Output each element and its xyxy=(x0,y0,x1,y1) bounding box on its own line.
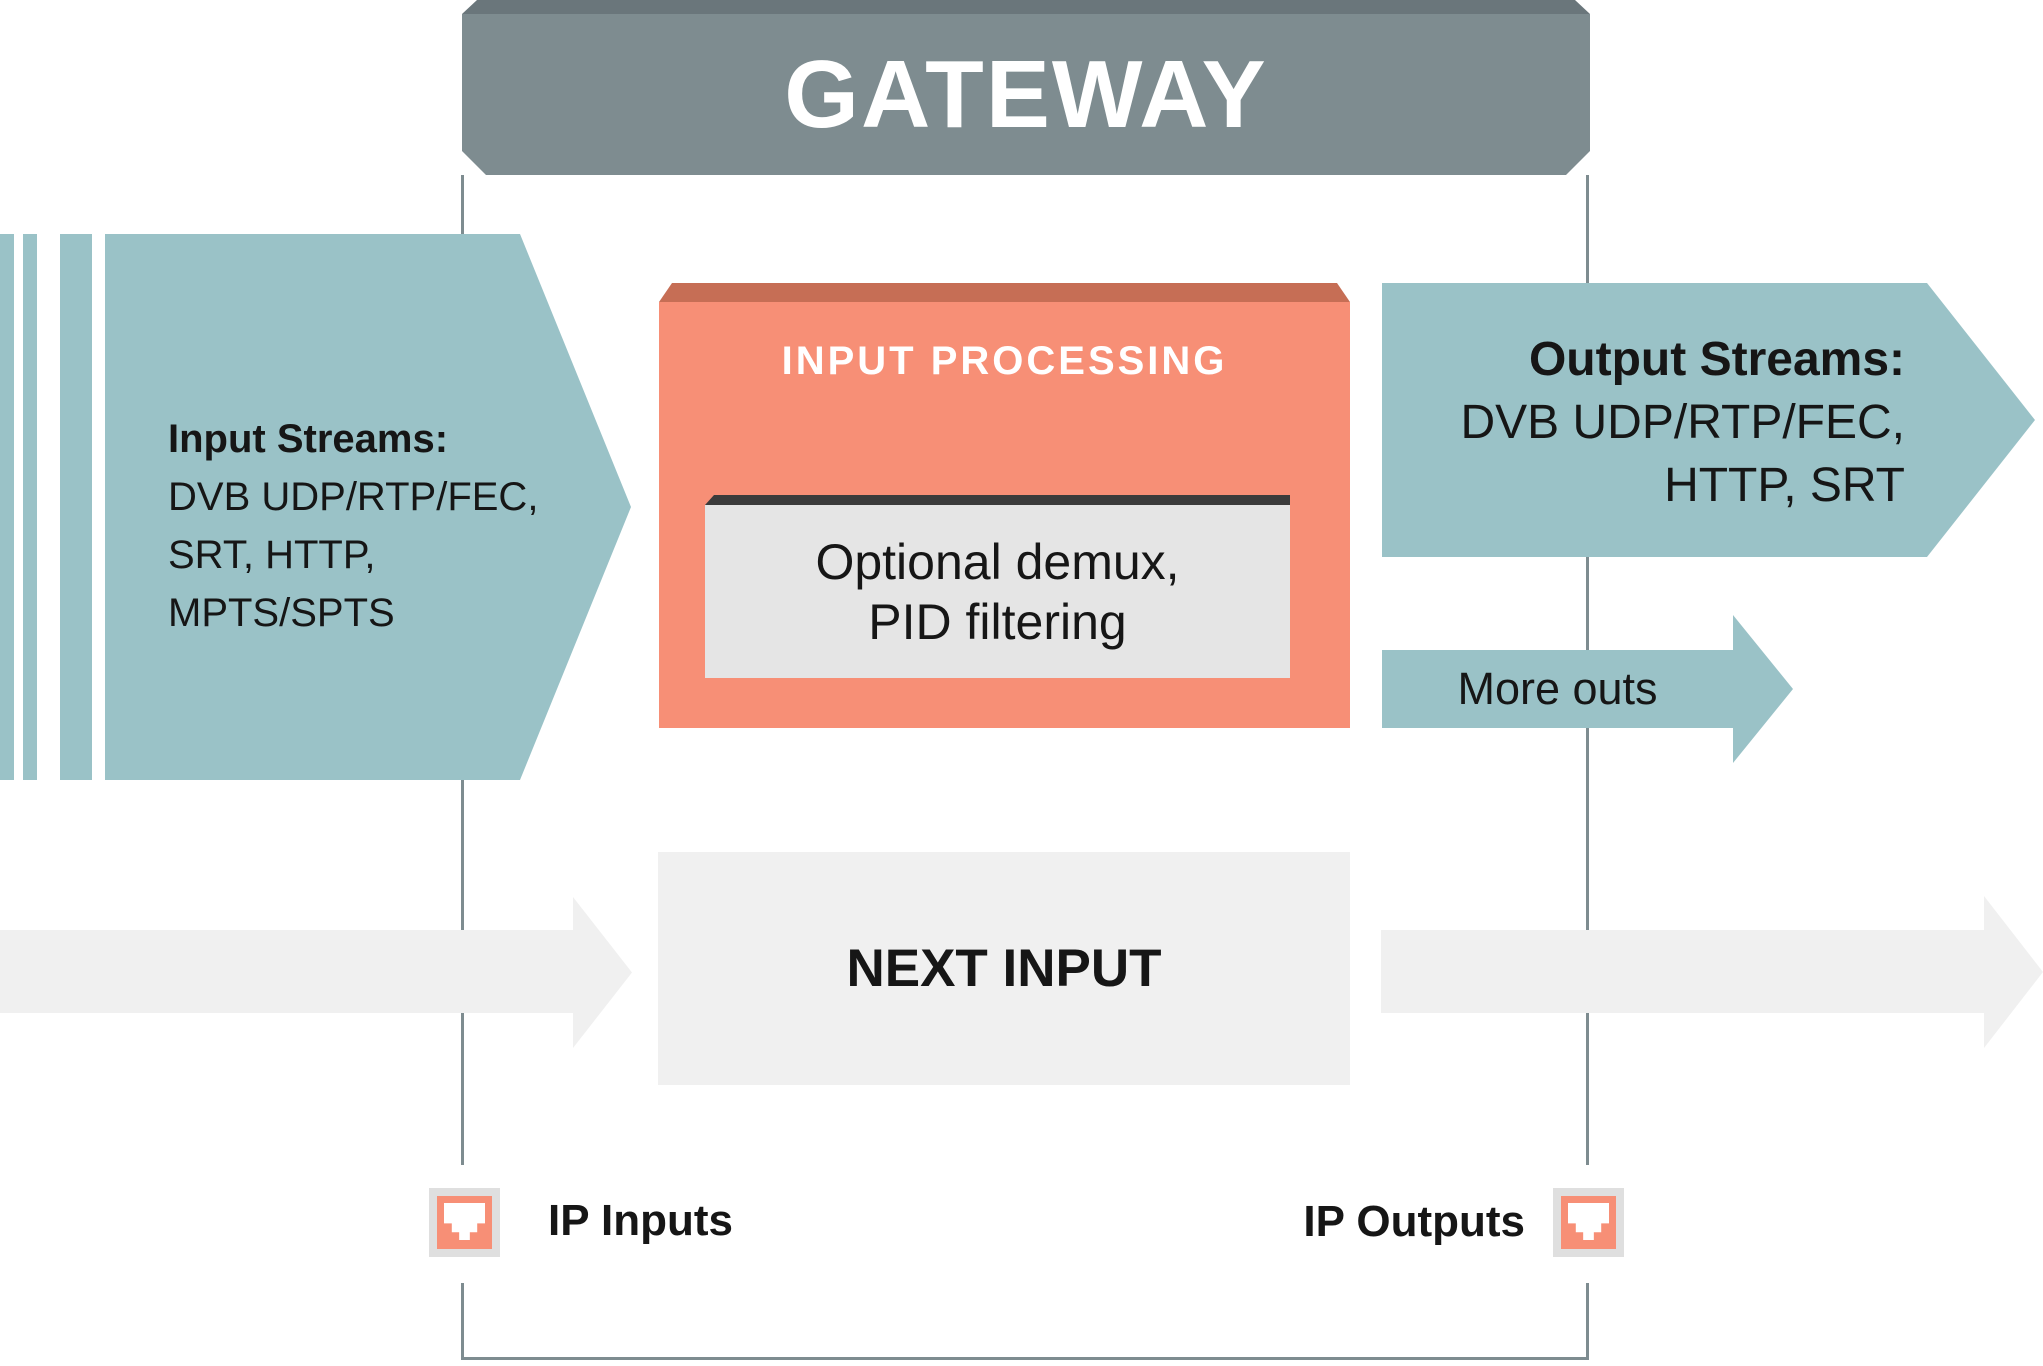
output-streams-line: DVB UDP/RTP/FEC, xyxy=(1460,396,1905,449)
output-streams-heading: Output Streams: xyxy=(1528,333,1905,386)
more-outs-label: More outs xyxy=(1457,663,1658,714)
input-streams-arrow xyxy=(105,234,631,780)
gateway-header-top-face xyxy=(462,0,1590,14)
ethernet-port-output-icon-jack xyxy=(1568,1203,1609,1240)
frame-line-bottom xyxy=(461,1357,1589,1360)
input-stream-bar-3 xyxy=(60,234,92,780)
demux-top-face xyxy=(705,495,1290,505)
output-streams-arrow xyxy=(1382,283,2035,557)
output-streams-line: HTTP, SRT xyxy=(1664,459,1905,512)
ethernet-port-input-icon-frame xyxy=(437,1196,492,1249)
demux-face: Optional demux, PID filtering xyxy=(705,505,1290,678)
demux-line-2: PID filtering xyxy=(868,593,1127,650)
ethernet-port-input-icon xyxy=(429,1188,500,1257)
demux-line-1: Optional demux, xyxy=(815,533,1180,590)
input-stream-bar-2 xyxy=(23,234,37,780)
ip-outputs-label: IP Outputs xyxy=(1303,1197,1525,1246)
ethernet-port-output-icon xyxy=(1553,1188,1624,1257)
input-processing-top-face xyxy=(659,283,1350,302)
frame-line-right-lower xyxy=(1586,1283,1589,1360)
frame-line-left-lower xyxy=(461,1283,464,1360)
ip-inputs-label: IP Inputs xyxy=(548,1196,733,1245)
input-processing-box: INPUT PROCESSING Optional demux, PID fil… xyxy=(659,283,1350,728)
next-input-box: NEXT INPUT xyxy=(658,852,1350,1085)
next-input-label: NEXT INPUT xyxy=(846,939,1162,998)
input-streams-line: MPTS/SPTS xyxy=(168,591,395,635)
output-streams-text-wrap: Output Streams: DVB UDP/RTP/FEC, HTTP, S… xyxy=(1382,283,2035,557)
demux-box: Optional demux, PID filtering xyxy=(705,495,1290,678)
input-processing-title: INPUT PROCESSING xyxy=(781,339,1228,383)
ethernet-port-output-icon-frame xyxy=(1561,1196,1616,1249)
gateway-header-face: GATEWAY xyxy=(462,14,1590,175)
output-streams-text: Output Streams: DVB UDP/RTP/FEC, HTTP, S… xyxy=(1460,328,1905,517)
gateway-title: GATEWAY xyxy=(784,40,1268,148)
input-streams-line: SRT, HTTP, xyxy=(168,533,376,577)
next-input-arrowhead-right xyxy=(1984,896,2043,1048)
next-input-arrowhead-left xyxy=(573,897,632,1048)
next-input-shaft-left xyxy=(0,930,573,1013)
input-streams-heading: Input Streams: xyxy=(168,417,449,461)
ethernet-port-input-icon-jack xyxy=(444,1203,485,1240)
input-streams-line: DVB UDP/RTP/FEC, xyxy=(168,475,539,519)
next-input-shaft-right xyxy=(1381,930,1984,1013)
input-stream-bar-1 xyxy=(0,234,14,780)
input-streams-text: Input Streams: DVB UDP/RTP/FEC, SRT, HTT… xyxy=(168,410,538,642)
gateway-header: GATEWAY xyxy=(462,0,1590,175)
